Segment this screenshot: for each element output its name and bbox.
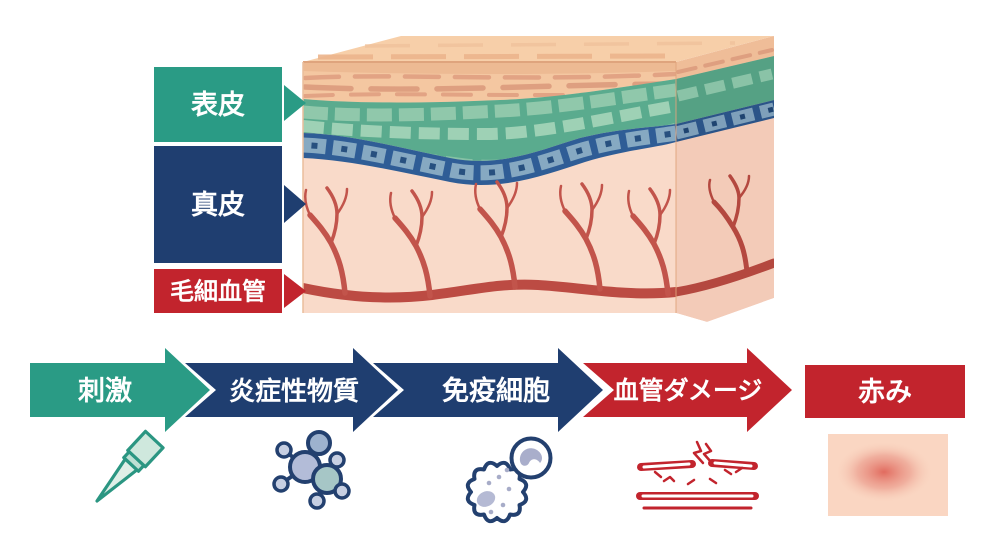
immune-cells-icon: [465, 436, 553, 524]
main-capillary-vessel: [303, 279, 676, 303]
dermis-label-pointer: [284, 185, 306, 223]
flow-icons: [95, 429, 948, 524]
side-capillaries: [676, 174, 774, 297]
skin-top-surface: [303, 36, 774, 62]
capillary-network: [303, 180, 676, 303]
flow-step-redness: 赤み: [805, 365, 965, 418]
basal-layer: [303, 124, 676, 186]
dermis-label-box: [154, 146, 282, 263]
epidermis-label-pointer: [284, 85, 306, 121]
flow-step-vessel-damage: 血管ダメージ: [583, 348, 792, 432]
layer-label-epidermis: 表皮: [154, 67, 306, 142]
damaged-vessel-icon: [636, 440, 759, 510]
pipette-tip-icon: [95, 429, 165, 503]
skin-front-face: [303, 62, 676, 313]
inflammatory-substance-arrow: [185, 348, 398, 432]
flow-step-stimulus: 刺激: [30, 348, 210, 432]
capillary-label: 毛細血管: [170, 278, 266, 306]
layer-labels: 表皮 真皮 毛細血管: [154, 67, 306, 313]
molecule-icon: [272, 430, 351, 510]
capillary-label-pointer: [284, 274, 306, 308]
flow-arrows: 刺激 炎症性物質 免疫細胞 血管ダメージ 赤み: [30, 348, 965, 432]
vessel-damage-label: 血管ダメージ: [614, 376, 763, 405]
redness-spot: [836, 442, 932, 502]
dermis-label: 真皮: [191, 190, 245, 220]
skin-redness-icon: [828, 434, 948, 516]
inflammatory-substance-label: 炎症性物質: [229, 376, 359, 406]
layer-label-capillary: 毛細血管: [154, 269, 306, 313]
side-stratum-corneum: [676, 36, 774, 79]
layer-label-dermis: 真皮: [154, 146, 306, 263]
skin-cross-section: [302, 36, 774, 322]
immune-cells-label: 免疫細胞: [442, 375, 550, 406]
redness-bar: [805, 365, 965, 418]
redness-label: 赤み: [858, 377, 912, 407]
flow-step-inflammatory-substance: 炎症性物質: [185, 348, 398, 432]
stratum-corneum-layer: [303, 62, 676, 103]
capillary-label-box: [154, 269, 282, 313]
stimulus-label: 刺激: [78, 375, 132, 406]
flow-step-immune-cells: 免疫細胞: [373, 348, 603, 432]
epidermis-label-box: [154, 67, 282, 142]
vessel-damage-arrow: [583, 348, 792, 432]
immune-cells-arrow: [373, 348, 603, 432]
stimulus-arrow: [30, 348, 210, 432]
skin-side-face: [676, 36, 774, 322]
epidermis-label: 表皮: [191, 90, 245, 120]
